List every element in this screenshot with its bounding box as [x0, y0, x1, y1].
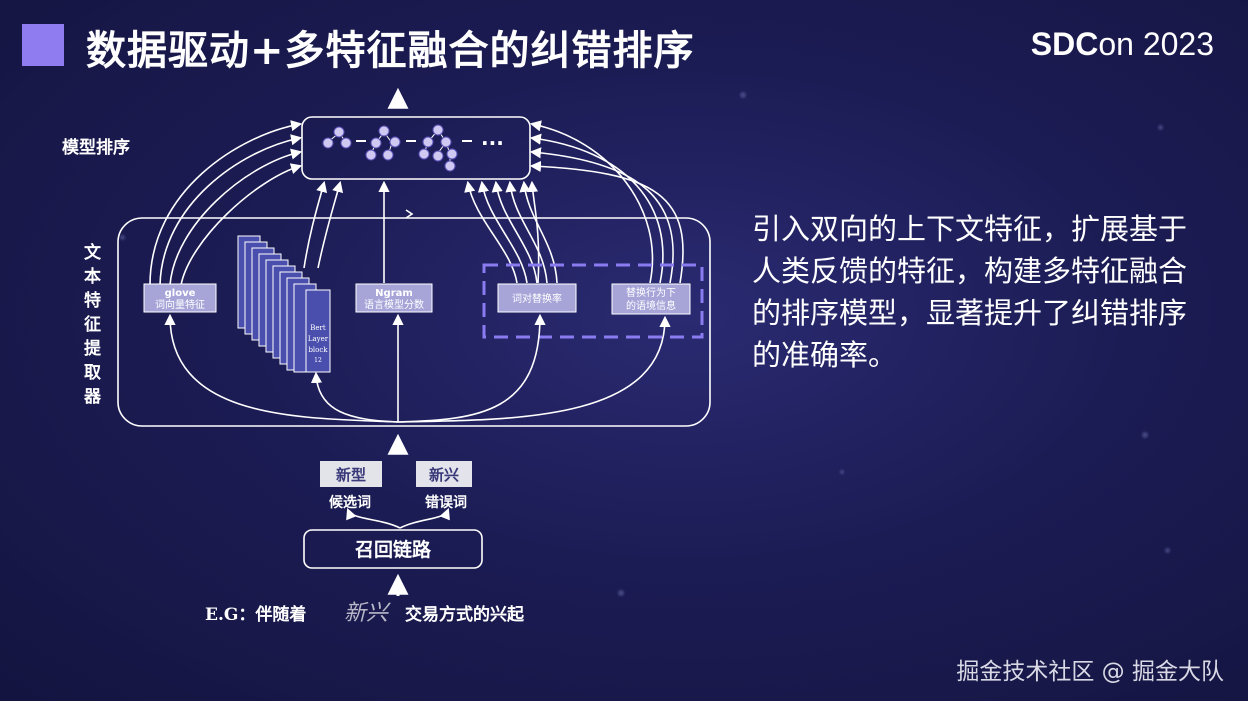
tree-icon	[322, 126, 352, 149]
background-dot	[1158, 125, 1163, 130]
brand-logo: SDCon 2023	[1031, 26, 1214, 63]
candidate-word: 新型	[336, 466, 366, 484]
bert-line: 12	[314, 357, 322, 364]
extractor-char: 取	[84, 363, 101, 383]
bert-line: Layer	[308, 335, 329, 343]
background-dot	[120, 235, 125, 240]
background-dot	[740, 92, 746, 98]
tree-icon	[365, 125, 401, 161]
tree-icon	[418, 124, 458, 172]
example-suffix: 交易方式的兴起	[405, 604, 525, 625]
example-word: 新兴	[344, 601, 391, 626]
extractor-char: 文	[84, 242, 102, 263]
context-line2: 的语境信息	[626, 299, 676, 312]
feature-arrows	[149, 120, 684, 286]
extractor-char: 征	[84, 314, 101, 335]
background-dot	[618, 590, 624, 596]
extractor-char: 本	[84, 266, 101, 287]
slide-title: 数据驱动+多特征融合的纠错排序	[86, 28, 695, 74]
recall-pipeline-box	[303, 529, 483, 569]
description-text: 引入双向的上下文特征，扩展基于人类反馈的特征，构建多特征融合的排序模型，显著提升…	[752, 212, 1188, 372]
pair-feature-box	[497, 283, 577, 313]
context-feature-box	[611, 283, 691, 315]
candidate-label: 候选词	[329, 494, 371, 511]
title-accent-square	[22, 24, 64, 66]
background-dot	[1165, 548, 1170, 553]
ngram-title: Ngram	[375, 288, 413, 299]
extractor-char: 提	[84, 339, 102, 359]
recall-to-candidate-arrow	[346, 507, 401, 529]
ngram-sub: 语言模型分数	[364, 298, 424, 311]
bert-line: Bert	[310, 324, 326, 332]
example-prefix: E.G：伴随着	[205, 604, 306, 625]
footer-credit: 掘金技术社区 @ 掘金大队	[956, 659, 1224, 685]
feature-extractor-box	[117, 217, 711, 427]
extractor-label: 文 本 特 征 提 取 器	[83, 242, 102, 407]
bert-line: block	[308, 346, 328, 354]
brand-bold: SDC	[1030, 26, 1099, 62]
candidate-word-box	[320, 461, 382, 487]
error-label: 错误词	[425, 494, 467, 511]
input-arrows	[164, 313, 671, 423]
error-word: 新兴	[429, 466, 459, 484]
ngram-feature-box	[355, 283, 433, 313]
glove-sub: 词向量特征	[155, 298, 205, 311]
glove-title: glove	[165, 288, 196, 299]
extractor-char: 器	[83, 387, 102, 407]
recall-pipeline-label: 召回链路	[355, 538, 432, 561]
brand-rest: on 2023	[1098, 26, 1214, 62]
pair-feature-label: 词对替换率	[512, 292, 562, 305]
model-sort-label: 模型排序	[62, 137, 130, 158]
model-ellipsis: ···	[481, 131, 504, 155]
error-word-box	[416, 461, 472, 487]
background-dot	[1142, 432, 1148, 438]
human-feedback-group	[482, 263, 704, 339]
example-sentence: E.G：伴随着 新兴 交易方式的兴起	[205, 601, 525, 626]
glove-feature-box	[143, 283, 217, 313]
recall-to-error-arrow	[399, 507, 450, 529]
context-line1: 替换行为下	[626, 286, 676, 299]
extractor-char: 特	[84, 290, 101, 311]
background-dot	[840, 470, 844, 474]
